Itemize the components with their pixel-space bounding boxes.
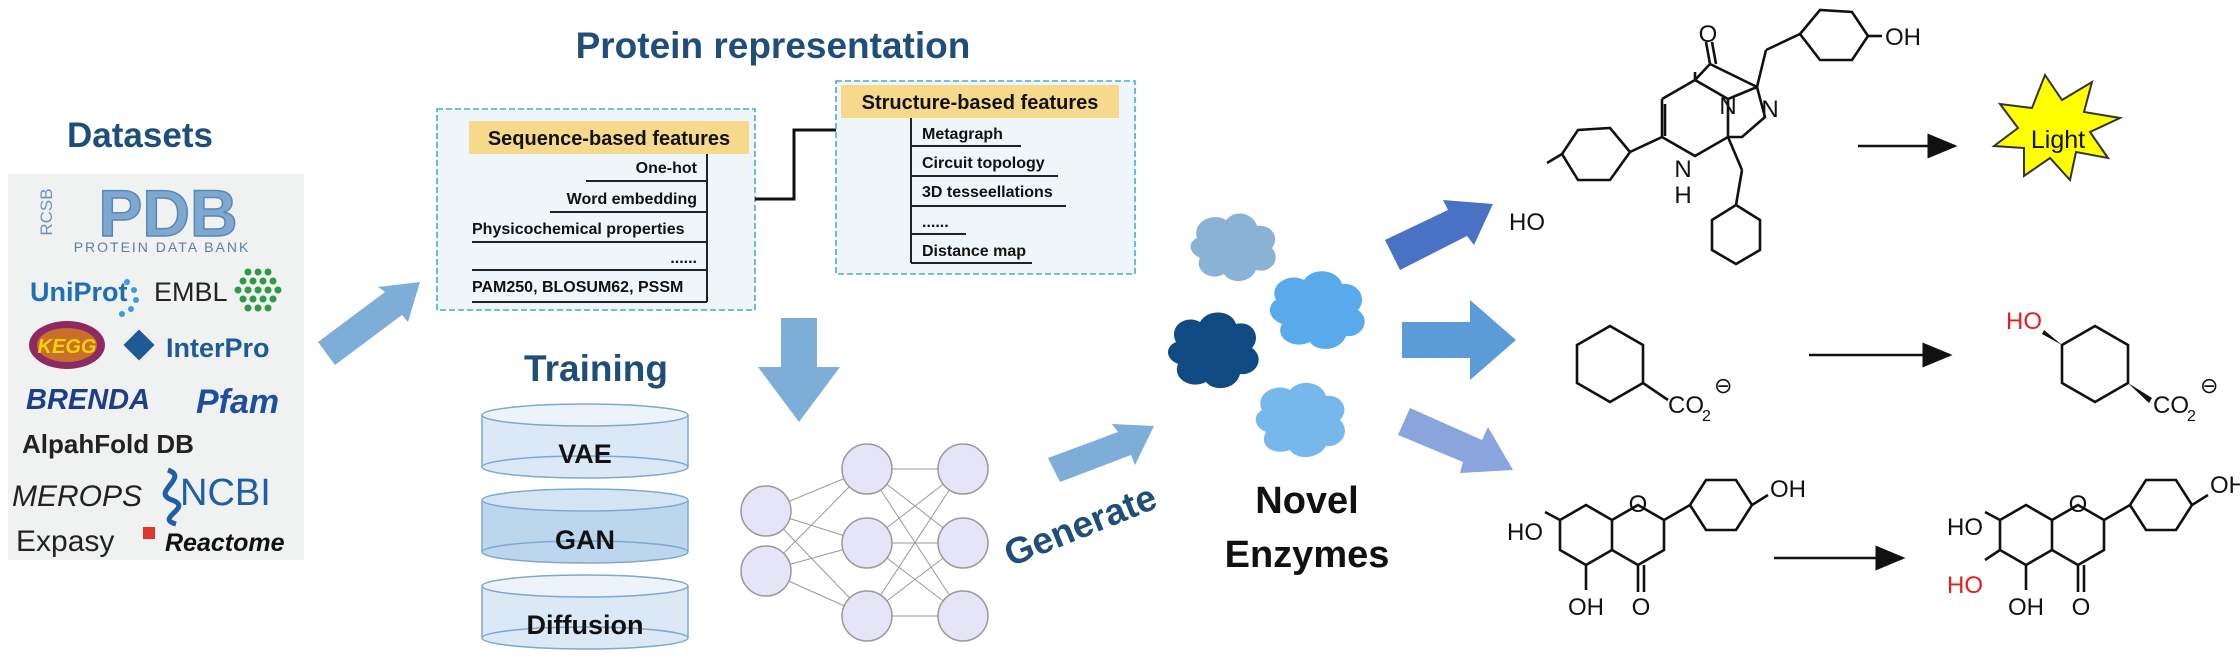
molecule-flavone-left bbox=[1544, 478, 1769, 592]
seq-feature-3: Physicochemical properties bbox=[472, 221, 685, 238]
model-diffusion bbox=[481, 574, 689, 650]
coel-n1: N bbox=[1719, 93, 1736, 120]
wedge-bond-co2 bbox=[2128, 383, 2152, 403]
arrow-generate bbox=[1048, 424, 1154, 482]
struct-feature-2: Circuit topology bbox=[922, 155, 1045, 172]
logo-uniprot: UniProt bbox=[30, 277, 128, 307]
hydroxy-ho: HO bbox=[2006, 308, 2042, 335]
logo-pdb-subtitle: PROTEIN DATA BANK bbox=[74, 239, 251, 255]
logo-interpro: InterPro bbox=[166, 333, 270, 363]
logo-expasy: Expasy bbox=[16, 525, 114, 558]
novel-enzymes-title-line1: Novel bbox=[1255, 480, 1358, 522]
co2-left-charge: ⊖ bbox=[1714, 373, 1732, 398]
molecule-hydroxycyclohexanecarboxylate bbox=[2060, 324, 2130, 404]
seq-feature-2: Word embedding bbox=[567, 191, 697, 208]
molecule-coelenterazine bbox=[1546, 8, 1882, 266]
flav-right-ho-top: HO bbox=[1947, 514, 1983, 541]
training-title: Training bbox=[524, 348, 668, 389]
logo-pdb: PDB bbox=[98, 176, 237, 250]
model-diffusion-label: Diffusion bbox=[527, 610, 644, 640]
generate-label: Generate bbox=[998, 476, 1162, 574]
flav-right-ho-new: HO bbox=[1947, 572, 1983, 599]
model-gan bbox=[481, 488, 689, 564]
logo-brenda: BRENDA bbox=[26, 384, 150, 416]
structure-features-header: Structure-based features bbox=[862, 92, 1099, 114]
co2-right: CO bbox=[2153, 392, 2189, 419]
logo-alphafold: AlpahFold DB bbox=[22, 429, 194, 459]
datasets-title: Datasets bbox=[67, 116, 213, 155]
co2-left-sub: 2 bbox=[1702, 408, 1711, 425]
reactome-icon bbox=[143, 527, 155, 539]
molecule-cyclohexanecarboxylate bbox=[1575, 324, 1669, 404]
co2-right-sub: 2 bbox=[2187, 408, 2196, 425]
flav-left-ho: HO bbox=[1507, 519, 1543, 546]
enzyme-blob-3 bbox=[1269, 271, 1365, 349]
logo-kegg: KEGG bbox=[38, 336, 97, 358]
flav-right-o: O bbox=[2069, 491, 2088, 518]
feature-panels-connector bbox=[755, 128, 836, 201]
struct-feature-1: Metagraph bbox=[922, 126, 1003, 143]
interpro-diamond-icon bbox=[123, 329, 155, 361]
flav-right-carbonyl-o: O bbox=[2072, 594, 2091, 621]
struct-feature-4: ...... bbox=[922, 214, 949, 231]
flav-left-o: O bbox=[1629, 491, 1648, 518]
wedge-bond-oh bbox=[2042, 330, 2062, 345]
model-vae bbox=[481, 403, 689, 479]
logo-ncbi: NCBI bbox=[180, 472, 271, 514]
enzyme-blob-1 bbox=[1190, 213, 1276, 282]
flav-left-oh-right: OH bbox=[1770, 476, 1806, 503]
light-starburst bbox=[1991, 72, 2124, 183]
co2-left: CO bbox=[1668, 392, 1704, 419]
light-label: Light bbox=[2031, 126, 2085, 154]
logo-merops: MEROPS bbox=[12, 480, 142, 513]
flav-right-oh-bottom: OH bbox=[2008, 594, 2044, 621]
sequence-features-header: Sequence-based features bbox=[488, 128, 730, 150]
arrow-to-reaction-3 bbox=[1398, 408, 1513, 473]
neural-network-nodes bbox=[740, 443, 989, 642]
model-gan-label: GAN bbox=[555, 525, 615, 555]
ncbi-helix-icon bbox=[162, 467, 182, 527]
arrow-to-reaction-1 bbox=[1385, 200, 1493, 270]
embl-hex-icon bbox=[234, 268, 282, 312]
enzyme-blob-2 bbox=[1168, 312, 1259, 389]
coel-oh: OH bbox=[1885, 24, 1921, 51]
flav-right-oh-right: OH bbox=[2210, 472, 2240, 499]
co2-right-charge: ⊖ bbox=[2200, 373, 2218, 398]
coel-nh-n: N bbox=[1674, 156, 1691, 183]
arrow-to-reaction-2 bbox=[1402, 300, 1516, 380]
struct-feature-3: 3D tesseellations bbox=[922, 184, 1053, 201]
logo-reactome: Reactome bbox=[165, 529, 285, 557]
coel-nh-h: H bbox=[1674, 182, 1691, 209]
uniprot-dots-icon bbox=[119, 279, 139, 317]
flav-left-carbonyl-o: O bbox=[1632, 594, 1651, 621]
seq-feature-4: ...... bbox=[670, 250, 697, 267]
coel-n2: N bbox=[1761, 96, 1778, 123]
flav-left-oh-bottom: OH bbox=[1568, 594, 1604, 621]
arrow-representation-to-network bbox=[758, 318, 840, 422]
seq-feature-5: PAM250, BLOSUM62, PSSM bbox=[472, 279, 683, 296]
model-vae-label: VAE bbox=[558, 439, 612, 469]
logo-pfam: Pfam bbox=[196, 383, 279, 421]
novel-enzymes-title-line2: Enzymes bbox=[1225, 534, 1390, 576]
arrow-datasets-to-representation bbox=[318, 282, 420, 365]
structure-features-header-bg bbox=[841, 85, 1119, 118]
sequence-features-header-bg bbox=[469, 121, 749, 154]
seq-feature-1: One-hot bbox=[636, 160, 698, 177]
molecule-flavone-right bbox=[1984, 478, 2209, 592]
coel-ho: HO bbox=[1509, 209, 1545, 236]
logo-rcsb: RCSB bbox=[37, 188, 56, 235]
protein-representation-title: Protein representation bbox=[576, 25, 971, 66]
struct-feature-5: Distance map bbox=[922, 243, 1026, 260]
enzyme-blob-4 bbox=[1255, 382, 1345, 458]
coel-o: O bbox=[1699, 21, 1718, 48]
logo-embl: EMBL bbox=[154, 277, 228, 307]
